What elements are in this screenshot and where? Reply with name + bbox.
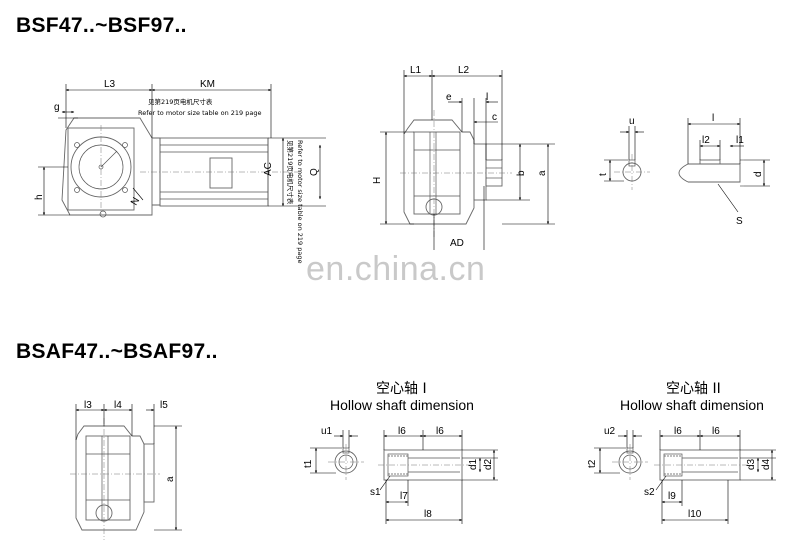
dim-KM-label: KM [200, 79, 215, 90]
hollow-shaft-2-cn: 空心轴 II [666, 381, 721, 397]
dim-c-label: c [492, 112, 497, 123]
dim-l9-label: l9 [668, 491, 676, 502]
dim-e-label: e [446, 92, 452, 103]
dim-shaft-l-label: l [712, 113, 714, 124]
dim-b-label: b [516, 170, 527, 176]
dim-l6a-label: l6 [398, 426, 406, 437]
dim-l6c-label: l6 [674, 426, 682, 437]
dim-Q-label: Q [309, 168, 320, 176]
dim-l2-label: l2 [702, 135, 710, 146]
dim-bsaf-a-label: a [165, 476, 176, 482]
dim-d-label: d [753, 171, 764, 177]
dim-g-label: g [54, 102, 60, 113]
hollow-shaft-1-cn: 空心轴 I [376, 381, 427, 397]
dim-l5-label: l5 [160, 400, 168, 411]
dim-L1-label: L1 [410, 65, 422, 76]
dim-l1-label: l1 [736, 135, 744, 146]
hollow-shaft-1-dimensions [310, 430, 498, 524]
dim-d1-label: d1 [468, 458, 479, 470]
dim-l10-label: l10 [688, 509, 702, 520]
bsf-title: BSF47..~BSF97.. [16, 14, 187, 37]
dim-d2-label: d2 [483, 458, 494, 470]
hollow-shaft-2-en: Hollow shaft dimension [620, 397, 764, 413]
front-view-drawing [61, 117, 300, 218]
dim-l6b-label: l6 [436, 426, 444, 437]
dim-L3-label: L3 [104, 79, 116, 90]
dim-u-label: u [629, 116, 635, 127]
shaft-detail-dimensions [604, 118, 770, 213]
dim-a-label: a [537, 170, 548, 176]
side-view-dimensions [380, 70, 555, 250]
dim-l4-label: l4 [114, 400, 122, 411]
dim-l3-label: l3 [84, 400, 92, 411]
bsaf-title: BSAF47..~BSAF97.. [16, 340, 218, 363]
motor-note-en: Refer to motor size table on 219 page [138, 109, 261, 117]
dim-u2-label: u2 [604, 426, 616, 437]
dim-u1-label: u1 [321, 426, 333, 437]
dim-d3-label: d3 [746, 458, 757, 470]
dim-l8-label: l8 [424, 509, 432, 520]
hollow-shaft-2-dimensions [594, 430, 776, 524]
dim-l7-label: l7 [400, 491, 408, 502]
hollow-shaft-1-en: Hollow shaft dimension [330, 397, 474, 413]
dim-H-label: H [372, 177, 383, 184]
motor-note-cn: 见第219页电机尺寸表 [148, 97, 213, 106]
motor-note-cn-vertical: 见第219页电机尺寸表 [286, 140, 295, 205]
dim-L2-label: L2 [458, 65, 470, 76]
dim-AC-label: AC [263, 162, 274, 176]
dim-S-label: S [736, 216, 743, 227]
bsaf-view-dimensions [75, 404, 182, 531]
front-view-dimensions [38, 84, 326, 216]
dim-N-label: N [129, 196, 142, 208]
dim-s1-label: s1 [370, 487, 381, 498]
hollow-shaft-2-drawing [612, 444, 748, 481]
dim-l6d-label: l6 [712, 426, 720, 437]
dim-t1-label: t1 [303, 459, 314, 468]
hollow-shaft-1-drawing [328, 444, 470, 481]
dim-t-label: t [598, 173, 609, 176]
dim-t2-label: t2 [587, 459, 598, 468]
bsaf-view-drawing [70, 418, 160, 540]
dim-h-label: h [34, 194, 45, 200]
dim-AD-label: AD [450, 238, 464, 249]
dim-s2-label: s2 [644, 487, 655, 498]
dim-l-label: l [486, 92, 488, 103]
dim-d4-label: d4 [761, 458, 772, 470]
motor-note-en-vertical: Refer to motor size table on 219 page [296, 140, 304, 263]
shaft-detail-drawing [614, 154, 744, 190]
side-view-drawing [400, 110, 512, 238]
watermark-text: en.china.cn [306, 250, 486, 288]
